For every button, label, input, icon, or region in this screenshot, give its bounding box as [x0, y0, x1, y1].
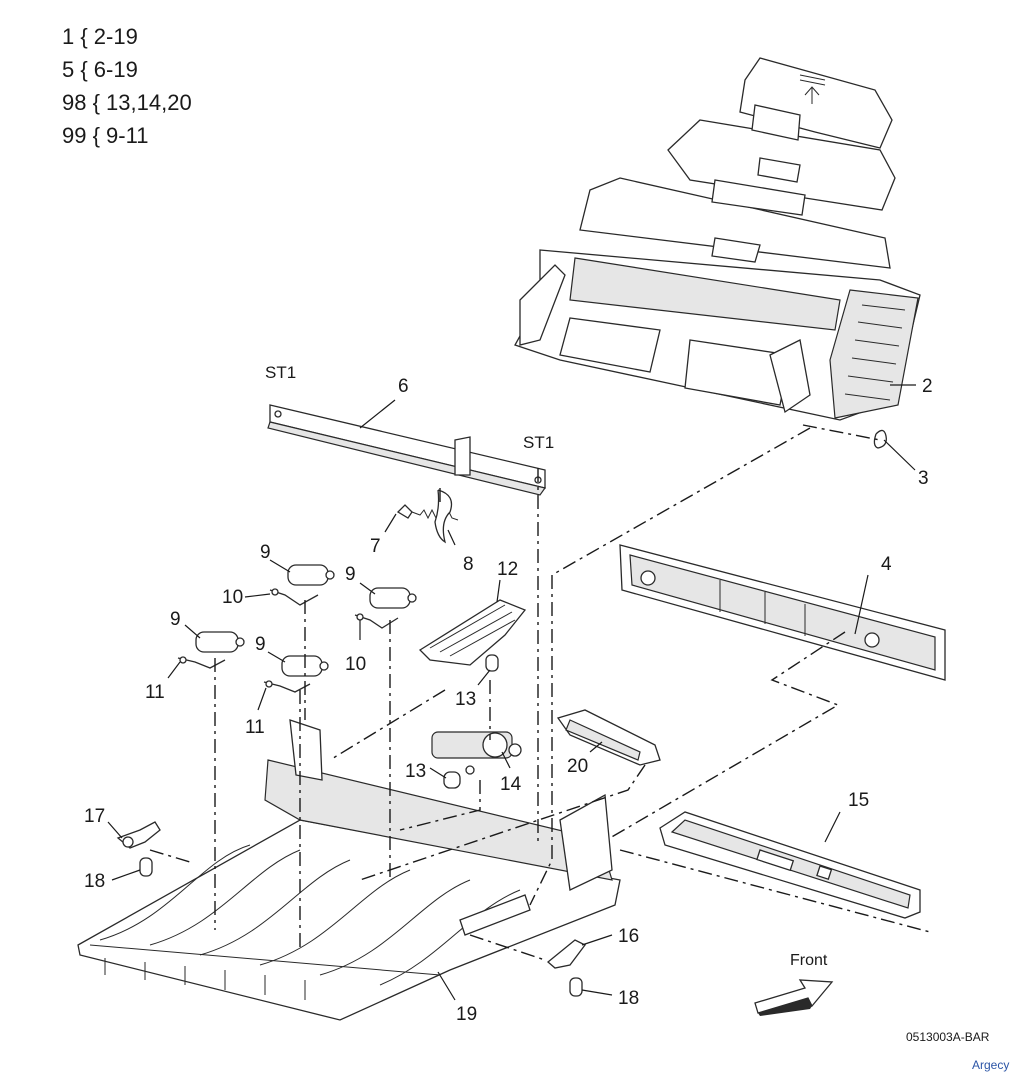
callout-11-a: 11: [145, 682, 165, 703]
latch-part-16: [546, 939, 586, 969]
watermark: Argecy: [972, 1058, 1010, 1072]
callout-4: 4: [881, 554, 892, 575]
roller-part-9-d: [281, 655, 329, 677]
callout-13-a: 13: [455, 689, 476, 710]
legend-line-1: 1 { 2-19: [62, 24, 138, 49]
callout-9-c: 9: [170, 609, 181, 630]
clip-part-10-b: [354, 613, 399, 629]
roller-part-9-c: [195, 631, 245, 653]
assembly-lines: [149, 424, 931, 961]
clip-part-11-a: [177, 656, 226, 669]
chute-part-19: [77, 719, 621, 1021]
callout-18-b: 18: [618, 988, 639, 1009]
callout-6: 6: [398, 376, 409, 397]
spring-part-7-8: [396, 489, 459, 544]
side-rail-part-4: [619, 544, 946, 681]
bracket-part-6: [267, 404, 547, 496]
callout-9-d: 9: [255, 634, 266, 655]
document-tray-part-2: [514, 57, 921, 421]
callout-st1-b: ST1: [523, 433, 554, 452]
legend-line-4: 99 { 9-11: [62, 123, 149, 148]
callouts: 2 3 4 6 ST1 ST1 7 8 9 9 9 9 10 10 11 11 …: [84, 363, 933, 1025]
callout-9-a: 9: [260, 542, 271, 563]
legend-line-2: 5 { 6-19: [62, 57, 138, 82]
callout-2: 2: [922, 376, 933, 397]
roller-part-9-a: [287, 564, 335, 586]
roller-part-18-b: [569, 977, 583, 997]
callout-st1-a: ST1: [265, 363, 296, 382]
leader-lines: [107, 384, 916, 1001]
callout-11-b: 11: [245, 717, 265, 738]
rail-part-15: [659, 811, 921, 919]
clip-part-11-b: [263, 680, 311, 693]
callout-12: 12: [497, 559, 518, 580]
callout-10-b: 10: [345, 654, 366, 675]
clip-part-10-a: [269, 588, 319, 606]
roller-assembly-part-14: [431, 731, 522, 789]
callout-13-b: 13: [405, 761, 426, 782]
callout-15: 15: [848, 790, 869, 811]
figure-id: 0513003A-BAR: [906, 1030, 990, 1044]
callout-18-a: 18: [84, 871, 105, 892]
callout-7: 7: [370, 536, 381, 557]
roller-part-18-a: [139, 857, 153, 877]
callout-14: 14: [500, 774, 522, 795]
roller-part-9-b: [369, 587, 417, 609]
callout-8: 8: [463, 554, 474, 575]
callout-17: 17: [84, 806, 105, 827]
front-label: Front: [790, 952, 828, 969]
bracket-part-20: [556, 709, 661, 766]
callout-20: 20: [567, 756, 588, 777]
callout-16: 16: [618, 926, 639, 947]
callout-10-a: 10: [222, 587, 243, 608]
guide-part-12: [418, 599, 527, 672]
callout-3: 3: [918, 468, 929, 489]
hinge-pin-part-3: [873, 429, 887, 449]
callout-9-b: 9: [345, 564, 356, 585]
callout-19: 19: [456, 1004, 477, 1025]
legend-line-3: 98 { 13,14,20: [62, 90, 192, 115]
latch-part-17: [116, 821, 161, 849]
front-arrow: [754, 979, 834, 1016]
